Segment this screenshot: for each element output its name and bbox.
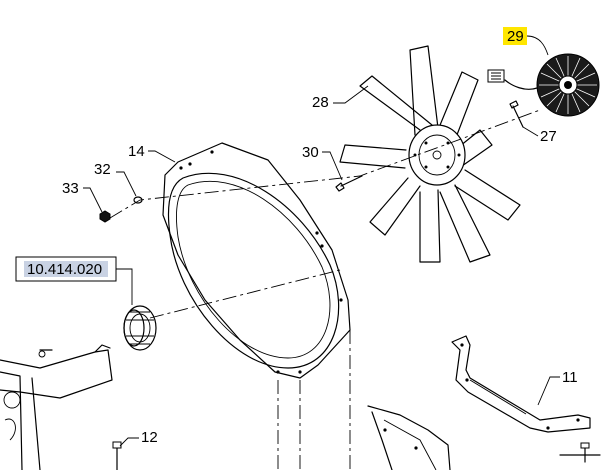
reference-label: 10.414.020 [27,261,102,278]
leader-33 [83,187,103,213]
bolt-lower-right[interactable] [559,442,601,463]
bolt-27[interactable] [509,100,524,128]
leader-27 [522,126,539,137]
leader-29 [526,35,549,56]
bolt-12[interactable] [112,441,122,470]
callout-14[interactable]: 14 [128,143,145,160]
leader-14 [148,150,176,163]
leader-12 [119,437,139,447]
callout-29[interactable]: 29 [507,28,524,45]
fan-blade[interactable] [339,45,521,263]
left-bracket[interactable] [0,344,113,470]
reference-link[interactable]: 10.414.020 [15,256,117,282]
fan-shroud[interactable] [162,142,351,379]
leader-28 [333,85,369,104]
pulley-assembly[interactable] [123,305,157,351]
callout-32[interactable]: 32 [94,161,111,178]
callout-28[interactable]: 28 [312,94,329,111]
lower-guard-plate[interactable] [367,405,451,470]
leader-30 [322,151,343,181]
support-bracket-11[interactable] [451,335,591,433]
leader-32 [116,171,137,197]
leader-11 [537,376,560,406]
bolt-30[interactable] [335,175,363,192]
assembly-axis-lines [109,109,541,470]
callout-11[interactable]: 11 [562,369,578,386]
callout-12[interactable]: 12 [141,429,158,446]
callout-27[interactable]: 27 [540,128,557,145]
callout-30[interactable]: 30 [302,144,319,161]
reference-leader [116,268,133,305]
callout-29-highlight [503,27,527,45]
nut-33[interactable] [99,210,111,223]
fan-clutch[interactable] [487,53,600,117]
callout-33[interactable]: 33 [62,180,79,197]
